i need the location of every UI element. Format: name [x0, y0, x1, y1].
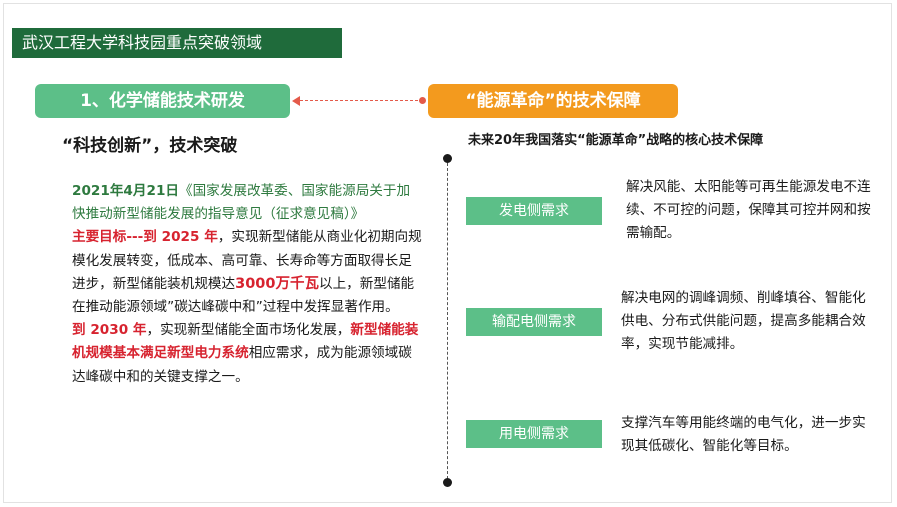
- policy-paragraph: 2021年4月21日《国家发展改革委、国家能源局关于加快推动新型储能发展的指导意…: [72, 180, 422, 389]
- section-energy-revolution: “能源革命”的技术保障: [428, 84, 678, 118]
- need-transmission-side: 输配电侧需求: [466, 308, 602, 336]
- goal-capacity: 3000万千瓦: [235, 275, 319, 292]
- goal-2025-text: ，实现新型储能从商业化初期向规模化发展转变，低成本、高可靠、长寿命等方面取得长足…: [72, 229, 422, 292]
- subtitle-core-tech: 未来20年我国落实“能源革命”战略的核心技术保障: [468, 133, 764, 148]
- section-chemical-storage: 1、化学储能技术研发: [35, 84, 290, 118]
- need-generation-desc: 解决风能、太阳能等可再生能源发电不连续、不可控的问题，保障其可控并网和按需输配。: [626, 179, 871, 241]
- connector-arrow-line: [295, 100, 423, 101]
- timeline-divider: [447, 158, 448, 484]
- policy-document-title: 《国家发展改革委、国家能源局关于加快推动新型储能发展的指导意见（征求意见稿）》: [72, 183, 411, 223]
- goal-2030-label: 到 2030 年: [72, 322, 147, 339]
- policy-date: 2021年4月21日: [72, 183, 179, 199]
- slide-title: 武汉工程大学科技园重点突破领域: [12, 28, 342, 58]
- subtitle-innovation: “科技创新”，技术突破: [62, 136, 238, 156]
- need-consumption-desc: 支撑汽车等用能终端的电气化，进一步实现其低碳化、智能化等目标。: [621, 415, 866, 454]
- arrow-left-icon: [292, 96, 300, 106]
- goal-2030-text-end: 相应需求，成为能源领域碳达峰碳中和的关键支撑之一。: [72, 345, 412, 385]
- goal-2025-text-end: 以上，新型储能在推动能源领域”碳达峰碳中和”过程中发挥显著作用。: [72, 275, 415, 316]
- slide-frame: [3, 3, 892, 503]
- timeline-dot-top-icon: [443, 154, 452, 163]
- arrow-dot-icon: [419, 97, 426, 104]
- goal-2030-highlight: 新型储能装机规模基本满足新型电力系统: [72, 322, 419, 362]
- need-transmission-desc: 解决电网的调峰调频、削峰填谷、智能化供电、分布式供能问题，提高多能耦合效率，实现…: [621, 290, 866, 352]
- goal-2025-label: 主要目标---到 2025 年: [72, 229, 218, 246]
- goal-2030-text: ，实现新型储能全面市场化发展，: [146, 322, 351, 339]
- need-consumption-side: 用电侧需求: [466, 420, 602, 448]
- need-generation-side: 发电侧需求: [466, 197, 602, 225]
- timeline-dot-bottom-icon: [443, 478, 452, 487]
